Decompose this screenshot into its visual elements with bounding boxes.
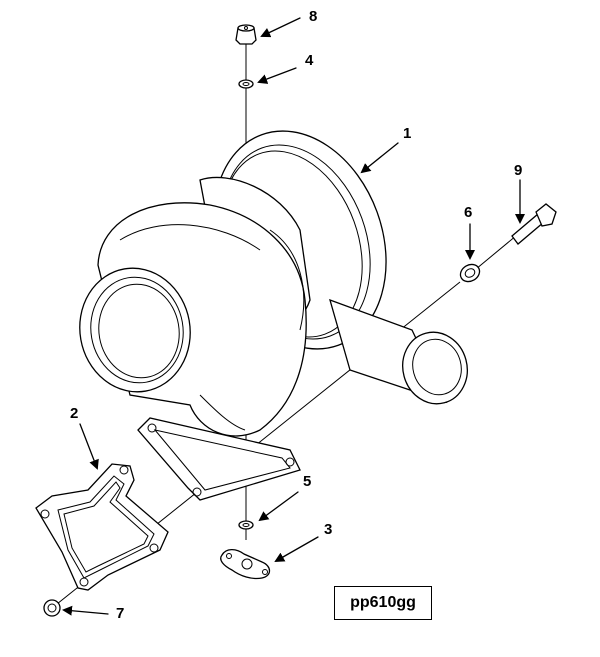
callout-arrow-2 bbox=[79, 423, 99, 470]
callout-arrow-1 bbox=[360, 142, 399, 174]
turbo-gasket bbox=[35, 463, 169, 591]
small-gasket bbox=[220, 548, 271, 580]
nut bbox=[43, 599, 61, 617]
turbocharger bbox=[79, 130, 468, 501]
callout-label-7: 7 bbox=[116, 605, 124, 622]
callout-label-4: 4 bbox=[305, 52, 314, 69]
washer-top bbox=[238, 79, 254, 89]
callout-label-3: 3 bbox=[324, 521, 332, 538]
callout-arrow-8 bbox=[260, 17, 301, 38]
callout-arrow-4 bbox=[257, 67, 297, 84]
callout-label-1: 1 bbox=[403, 125, 411, 142]
callout-label-8: 8 bbox=[309, 8, 317, 25]
figure-reference-code: pp610gg bbox=[334, 586, 432, 620]
callout-arrow-7 bbox=[62, 605, 109, 616]
callout-arrow-5 bbox=[258, 491, 299, 522]
callout-label-6: 6 bbox=[464, 204, 472, 221]
plug bbox=[235, 24, 257, 45]
spacer-nut bbox=[459, 263, 481, 283]
callout-arrow-3 bbox=[274, 536, 319, 562]
bolt bbox=[511, 203, 557, 245]
callout-label-2: 2 bbox=[70, 405, 78, 422]
callout-label-9: 9 bbox=[514, 162, 522, 179]
washer-bottom bbox=[238, 520, 254, 530]
callout-label-5: 5 bbox=[303, 473, 311, 490]
